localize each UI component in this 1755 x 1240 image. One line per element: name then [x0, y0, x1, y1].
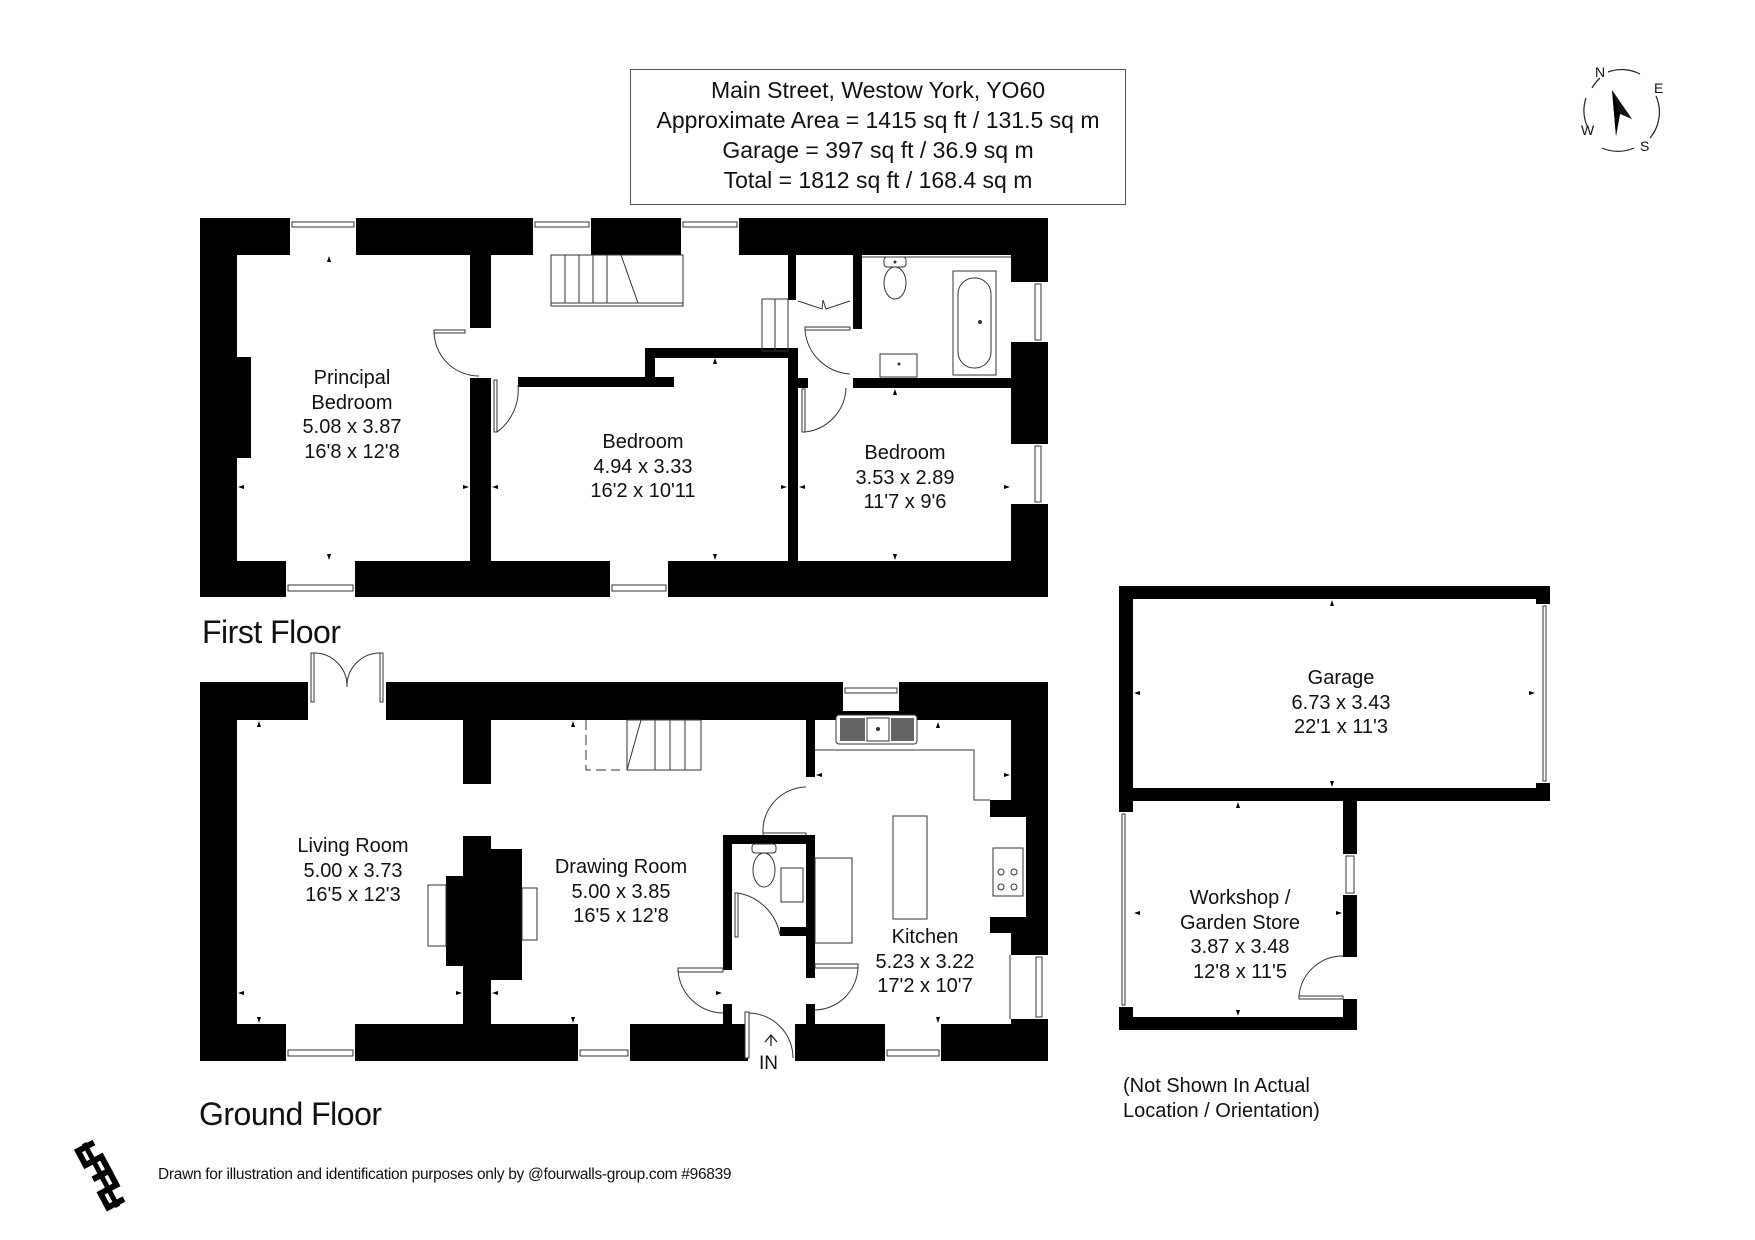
- note-line-1: (Not Shown In Actual: [1123, 1075, 1310, 1097]
- compass-north: N: [1595, 64, 1606, 80]
- room-bedroom-3: Bedroom 3.53 x 2.89 11'7 x 9'6: [856, 441, 955, 515]
- room-metric: 5.23 x 3.22: [875, 950, 975, 973]
- room-imperial: 16'8 x 12'8: [304, 440, 400, 463]
- room-name: Principal: [313, 367, 391, 389]
- room-kitchen: Kitchen 5.23 x 3.22 17'2 x 10'7: [876, 925, 975, 999]
- room-name: Garage: [1307, 667, 1375, 689]
- fourwalls-logo-icon: [72, 1137, 130, 1218]
- room-name: Workshop /: [1189, 887, 1291, 909]
- room-imperial: 16'5 x 12'3: [305, 884, 401, 906]
- room-name: Bedroom: [602, 431, 684, 453]
- room-garage: Garage 6.73 x 3.43 22'1 x 11'3: [1292, 666, 1391, 740]
- compass-east: E: [1654, 80, 1664, 96]
- outbuilding-location-note: (Not Shown In Actual Location / Orientat…: [1123, 1074, 1320, 1124]
- room-imperial: 22'1 x 11'3: [1293, 716, 1388, 738]
- room-imperial: 11'7 x 9'6: [863, 491, 947, 513]
- garage-area-text: Garage = 397 sq ft / 36.9 sq m: [722, 137, 1034, 163]
- room-metric: 3.53 x 2.89: [855, 466, 955, 489]
- room-metric: 5.00 x 3.73: [303, 859, 403, 882]
- room-bedroom-2: Bedroom 4.94 x 3.33 16'2 x 10'11: [590, 430, 695, 504]
- room-living-room: Living Room 5.00 x 3.73 16'5 x 12'3: [297, 834, 408, 908]
- room-imperial: 16'2 x 10'11: [590, 480, 696, 502]
- room-name: Drawing Room: [554, 856, 688, 878]
- entrance-label: IN: [759, 1053, 778, 1074]
- ground-floor-label: Ground Floor: [199, 1096, 382, 1132]
- room-imperial: 17'2 x 10'7: [877, 975, 973, 997]
- ground-floor-plan: [200, 652, 1048, 1061]
- compass-south: S: [1640, 138, 1650, 154]
- room-name: Living Room: [297, 835, 409, 857]
- room-metric: 5.08 x 3.87: [302, 416, 402, 438]
- room-metric: 3.87 x 3.48: [1190, 936, 1290, 958]
- room-imperial: 12'8 x 11'5: [1192, 960, 1288, 983]
- approximate-area-text: Approximate Area = 1415 sq ft / 131.5 sq…: [656, 107, 1100, 133]
- room-name: Kitchen: [891, 926, 959, 948]
- room-imperial: 16'5 x 12'8: [573, 905, 669, 927]
- note-line-2: Location / Orientation): [1123, 1100, 1320, 1122]
- room-name: Bedroom: [864, 442, 946, 464]
- room-metric: 4.94 x 3.33: [593, 455, 693, 478]
- first-floor-plan: [200, 218, 1048, 597]
- room-drawing-room: Drawing Room 5.00 x 3.85 16'5 x 12'8: [555, 855, 687, 929]
- room-name-cont: Bedroom: [311, 391, 393, 414]
- total-area-text: Total = 1812 sq ft / 168.4 sq m: [723, 167, 1033, 193]
- room-principal-bedroom: Principal Bedroom 5.08 x 3.87 16'8 x 12'…: [303, 366, 402, 464]
- room-name-cont: Garden Store: [1179, 911, 1301, 934]
- compass-rose-icon: N E S W: [1572, 62, 1672, 158]
- first-floor-label: First Floor: [202, 614, 341, 650]
- room-metric: 6.73 x 3.43: [1291, 691, 1391, 714]
- disclaimer-text: Drawn for illustration and identificatio…: [158, 1166, 732, 1183]
- compass-west: W: [1581, 122, 1595, 138]
- room-metric: 5.00 x 3.85: [571, 880, 671, 903]
- room-workshop-garden-store: Workshop / Garden Store 3.87 x 3.48 12'8…: [1180, 886, 1300, 984]
- address-text: Main Street, Westow York, YO60: [710, 77, 1046, 103]
- area-summary-box: Main Street, Westow York, YO60 Approxima…: [630, 69, 1126, 205]
- outbuilding-plan: [1119, 586, 1550, 1030]
